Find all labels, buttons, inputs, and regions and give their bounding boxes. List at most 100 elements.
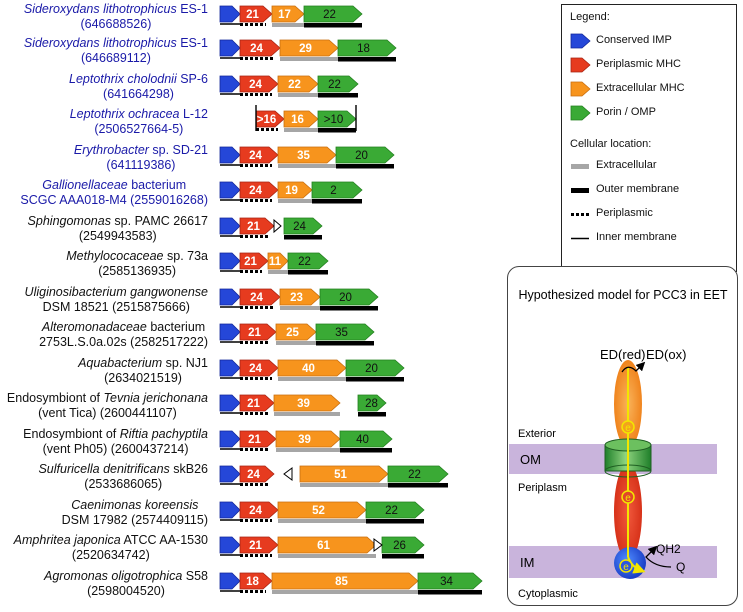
location-outer-membrane [388, 483, 448, 488]
organism-label: Aquabacterium sp. NJ1(2634021519) [78, 356, 208, 386]
gene-arrow-extra [277, 536, 377, 554]
gene-arrow-porin [303, 5, 363, 23]
organism-id: (2533686065) [84, 477, 163, 491]
gene-arrow-porin [287, 252, 329, 270]
organism-id: (641119386) [106, 158, 176, 172]
legend-label: Conserved IMP [596, 34, 672, 46]
legend-location-swatch [571, 188, 589, 193]
location-extracellular [280, 306, 320, 310]
organism-name-suffix: sp. NJ1 [162, 356, 208, 370]
gene-row: 24 51 22 [219, 465, 449, 488]
organism-name-italic: Caenimonas koreensis [71, 498, 199, 512]
location-extracellular [278, 554, 376, 558]
gene-length-label: 25 [286, 327, 299, 339]
organism-name: Amphritea japonica ATCC AA-1530 [14, 533, 208, 548]
organism-name-suffix: ATCC AA-1530 [120, 533, 208, 547]
gene-length-label: 22 [298, 256, 311, 268]
location-outer-membrane [346, 377, 404, 382]
gene-length-label: 24 [249, 150, 262, 162]
organism-id: (2549943583) [78, 229, 157, 243]
location-outer-membrane [382, 554, 424, 559]
organism-name-italic: Agromonas oligotrophica [44, 569, 183, 583]
gene-length-label: 22 [288, 79, 301, 91]
legend-label: Extracellular MHC [596, 82, 685, 94]
gene-arrow-porin [315, 323, 375, 341]
location-extracellular [272, 590, 418, 594]
gene-arrow-imp [219, 430, 241, 448]
gene-arrow-extra [277, 146, 337, 164]
gene-length-label: 24 [249, 185, 262, 197]
model-panel: Hypothesized model for PCC3 in EET Exter… [507, 266, 738, 606]
organism-name-italic: Sulfuricella denitrificans [38, 462, 170, 476]
gene-length-label: 24 [249, 363, 262, 375]
legend-location-swatch [571, 164, 589, 169]
organism-name-italic: Sideroxydans lithotrophicus [23, 2, 177, 16]
organism-name: Sphingomonas sp. PAMC 26617 [28, 214, 208, 229]
gene-arrow-porin [319, 288, 379, 306]
model-title: Hypothesized model for PCC3 in EET [518, 288, 727, 302]
gene-length-label: 18 [357, 43, 370, 55]
gene-arrow-porin [365, 501, 425, 519]
organism-name-suffix: L-12 [179, 107, 208, 121]
gene-arrow-extra [277, 359, 347, 377]
organism-name-suffix: ES-1 [176, 2, 208, 16]
gene-arrow-extra [275, 430, 341, 448]
gene-length-label: 21 [244, 256, 257, 268]
gene-length-label: 22 [408, 469, 421, 481]
periplasm-label: Periplasm [518, 482, 567, 494]
organism-name-suffix: bacterium [146, 320, 206, 334]
legend-location-label: Inner membrane [596, 231, 677, 243]
organism-id: (641664298) [103, 87, 174, 101]
organism-name-italic: Sideroxydans lithotrophicus [23, 36, 177, 50]
gene-arrow-imp [219, 75, 241, 93]
organism-name: Erythrobacter sp. SD-21 [74, 143, 208, 158]
gene-length-label: 19 [285, 185, 298, 197]
gene-arrow-imp [219, 359, 241, 377]
model-diagram: Hypothesized model for PCC3 in EET Exter… [509, 288, 728, 600]
gene-arrow-peri [239, 430, 277, 448]
organism-id: DSM 17982 (2574409115) [61, 513, 208, 527]
gene-length-label: >10 [324, 114, 344, 126]
location-extracellular [272, 23, 304, 27]
organism-label: Sideroxydans lithotrophicus ES-1(6466885… [24, 2, 208, 32]
organism-label: Endosymbiont of Tevnia jerichonana(vent … [7, 391, 208, 421]
legend-location-periplasmic: Periplasmic [570, 206, 735, 222]
gene-length-label: 85 [335, 576, 348, 588]
organism-label: Methylococaceae sp. 73a(2585136935) [66, 249, 208, 279]
om-label: OM [520, 452, 541, 467]
gene-length-label: 35 [335, 327, 348, 339]
organism-name: Uliginosibacterium gangwonense [25, 285, 208, 300]
gene-arrow-peri [239, 359, 279, 377]
location-outer-membrane [358, 412, 386, 417]
organism-id: SCGC AAA018-M4 (2559016268) [20, 193, 208, 207]
organism-id: (2585136935) [98, 264, 177, 278]
gene-arrow-porin [345, 359, 405, 377]
legend-title: Legend: [570, 11, 610, 23]
gene-length-label: 24 [247, 469, 260, 481]
gene-arrow-imp [219, 181, 241, 199]
gene-arrow-peri [239, 252, 269, 270]
ed-ox-label: ED(ox) [646, 347, 686, 362]
organism-name-italic: Uliginosibacterium gangwonense [24, 285, 208, 299]
gene-length-label: 21 [246, 9, 259, 21]
gene-arrow-porin [337, 39, 397, 57]
organism-id: (2634021519) [104, 371, 182, 385]
gene-length-label: 52 [312, 505, 325, 517]
gene-arrow-imp [219, 572, 241, 590]
location-outer-membrane [340, 448, 392, 453]
organism-name-prefix: Endosymbiont of [6, 391, 104, 405]
organism-name-suffix: skB26 [169, 462, 208, 476]
organism-name: Agromonas oligotrophica S58 [44, 569, 208, 584]
organism-name-italic: Amphritea japonica [13, 533, 121, 547]
location-extracellular [278, 519, 366, 523]
organism-name: Sideroxydans lithotrophicus ES-1 [24, 36, 208, 51]
gene-arrow-peri [239, 572, 273, 590]
organism-name-italic: Gallionellaceae [42, 178, 128, 192]
gene-length-label: 51 [334, 469, 347, 481]
gene-arrow-imp [219, 536, 241, 554]
legend-item-peri: Periplasmic MHC [570, 57, 735, 73]
